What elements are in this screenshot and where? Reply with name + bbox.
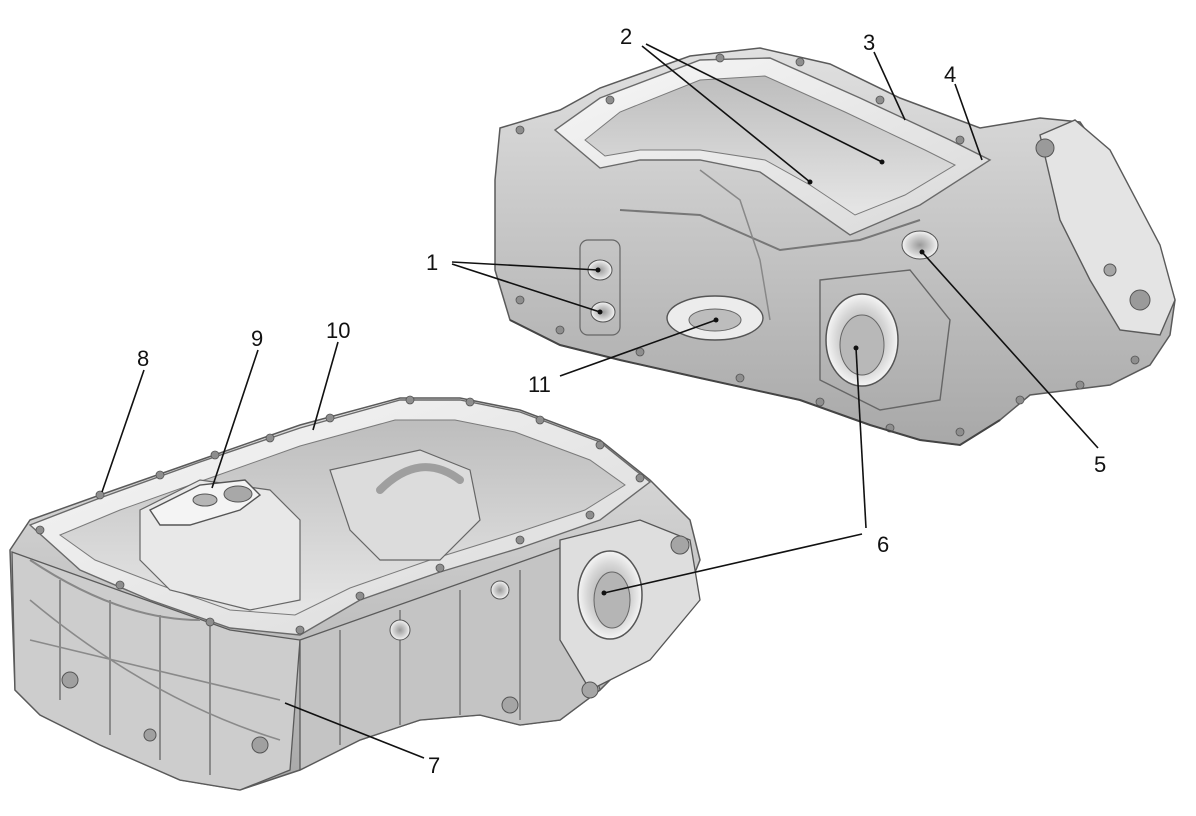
lower-flange-holes xyxy=(35,395,645,635)
leader-7 xyxy=(284,702,425,759)
leader-6a xyxy=(855,347,867,529)
leader-4 xyxy=(954,83,983,161)
leader-3 xyxy=(873,51,906,121)
leader-11 xyxy=(559,319,717,377)
callout-1: 1 xyxy=(426,250,438,275)
leader-2b xyxy=(645,43,883,163)
callout-10: 10 xyxy=(326,318,350,343)
callout-11: 11 xyxy=(528,372,551,397)
callout-6: 6 xyxy=(877,532,889,557)
leader-5 xyxy=(921,251,1099,449)
upper-oil-pan-part xyxy=(494,47,1176,447)
callout-3: 3 xyxy=(863,30,875,55)
leader-10 xyxy=(312,341,339,431)
callout-2: 2 xyxy=(620,24,632,49)
leader-lines xyxy=(101,43,1099,759)
leader-1b xyxy=(451,263,601,313)
leader-2a xyxy=(641,45,811,183)
leader-8 xyxy=(101,369,145,493)
upper-pan-cavity xyxy=(584,75,957,216)
lower-oil-pan-part xyxy=(9,395,701,791)
callout-8: 8 xyxy=(137,346,149,371)
leader-9 xyxy=(211,349,259,489)
callout-7: 7 xyxy=(428,753,440,778)
leader-6b xyxy=(603,533,863,594)
callout-labels: 1 2 3 4 5 6 7 8 9 10 11 xyxy=(137,24,1106,778)
leader-1a xyxy=(451,261,599,271)
callout-5: 5 xyxy=(1094,452,1106,477)
upper-pan-bracket xyxy=(1039,119,1176,336)
upper-flange-holes xyxy=(515,53,1140,437)
callout-4: 4 xyxy=(944,62,956,87)
callout-9: 9 xyxy=(251,326,263,351)
